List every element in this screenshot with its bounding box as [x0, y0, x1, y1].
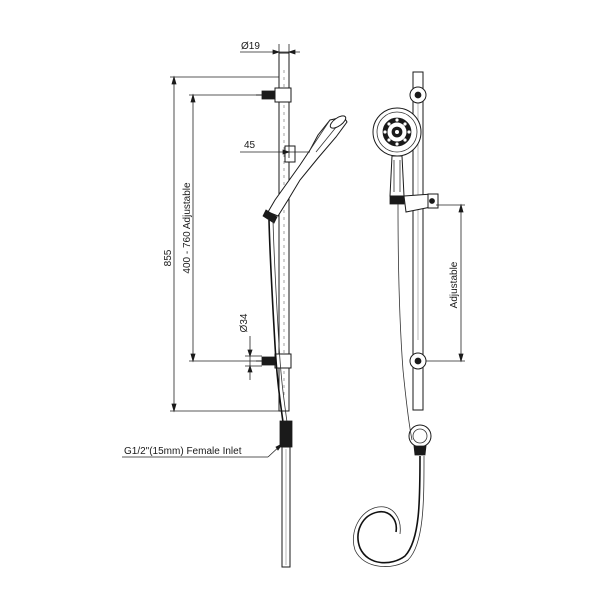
front-handle — [389, 155, 405, 205]
side-view: Ø19 855 400 - 760 Adjustable 45 — [122, 41, 348, 568]
inlet-callout: G1/2"(15mm) Female Inlet — [122, 442, 284, 458]
front-slider — [403, 193, 439, 213]
front-outlet-elbow — [408, 424, 432, 456]
side-inlet — [279, 420, 293, 568]
front-shower-head — [372, 107, 422, 157]
dim-adjustable-range-label: 400 - 760 Adjustable — [182, 182, 193, 274]
front-view: Adjustable — [353, 71, 465, 567]
dim-overall-height: 855 — [163, 75, 279, 413]
dim-slider-adjustable: Adjustable — [426, 203, 465, 363]
inlet-callout-label: G1/2"(15mm) Female Inlet — [124, 446, 242, 457]
side-hand-shower — [262, 115, 348, 224]
side-rail — [278, 52, 290, 412]
dim-handpiece-offset-label: 45 — [244, 140, 256, 151]
front-bottom-bracket — [409, 352, 427, 370]
front-hose-loop — [353, 203, 425, 567]
dim-slider-adjustable-label: Adjustable — [449, 261, 460, 308]
side-slider — [284, 145, 296, 163]
side-top-bracket — [256, 87, 292, 103]
side-bottom-bracket — [256, 353, 292, 369]
dim-bracket-diameter: Ø34 — [239, 313, 262, 380]
dim-rail-diameter: Ø19 — [240, 41, 300, 55]
dim-adjustable-range: 400 - 760 Adjustable — [182, 93, 256, 363]
front-top-bracket — [409, 86, 427, 104]
dim-rail-diameter-label: Ø19 — [241, 41, 260, 52]
dim-handpiece-offset: 45 — [240, 140, 310, 158]
dim-overall-height-label: 855 — [163, 249, 174, 266]
dim-bracket-diameter-label: Ø34 — [239, 313, 250, 332]
side-hose — [268, 219, 288, 423]
